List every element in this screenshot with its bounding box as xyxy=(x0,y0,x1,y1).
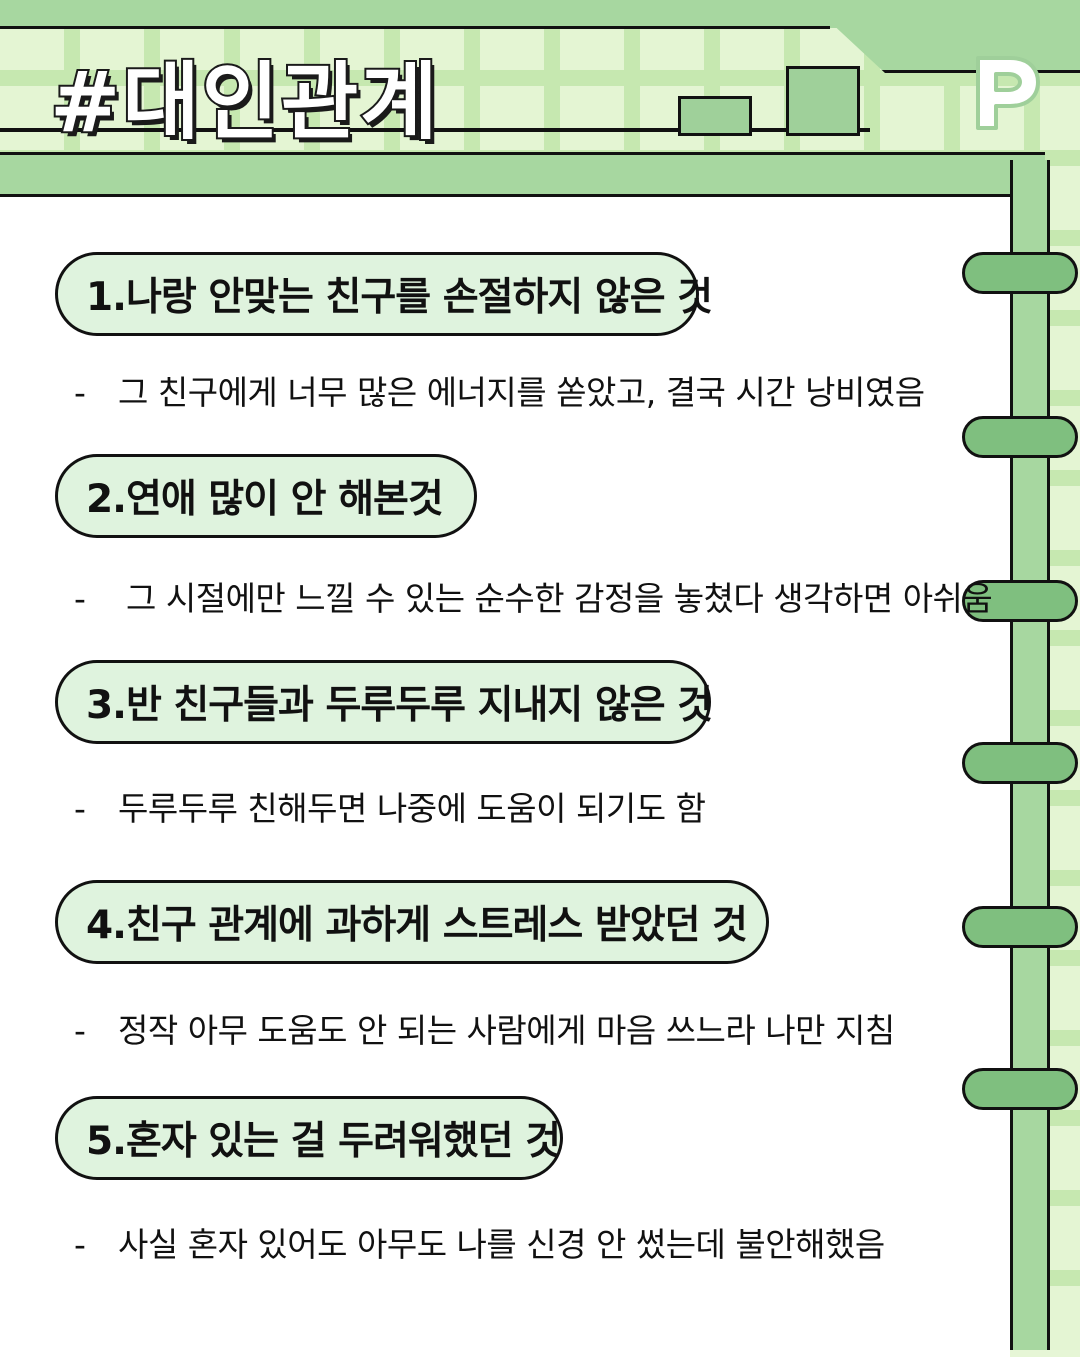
binder-ring xyxy=(962,742,1078,784)
item-title: 4.친구 관계에 과하게 스트레스 받았던 것 xyxy=(86,903,748,948)
item-description: - 그 시절에만 느낄 수 있는 순수한 감정을 놓쳤다 생각하면 아쉬움 xyxy=(74,572,993,620)
item-title-pill: 4.친구 관계에 과하게 스트레스 받았던 것 xyxy=(55,880,769,964)
dash: - xyxy=(74,789,86,828)
item-description: -사실 혼자 있어도 아무도 나를 신경 안 썼는데 불안해했음 xyxy=(74,1218,885,1266)
item-description-text: 정작 아무 도움도 안 되는 사람에게 마음 쓰느라 나만 지침 xyxy=(118,1011,895,1050)
item-description: -그 친구에게 너무 많은 에너지를 쏟았고, 결국 시간 낭비였음 xyxy=(74,366,925,414)
item-title: 5.혼자 있는 걸 두려워했던 것 xyxy=(86,1119,561,1164)
binder-ring xyxy=(962,252,1078,294)
item-title: 2.연애 많이 안 해본것 xyxy=(86,477,444,522)
item-description-text: 그 친구에게 너무 많은 에너지를 쏟았고, 결국 시간 낭비였음 xyxy=(118,373,925,412)
folder-top-line xyxy=(0,26,830,29)
header-band xyxy=(0,152,1045,198)
binder-ring xyxy=(962,580,1078,622)
item-description: -두루두루 친해두면 나중에 도움이 되기도 함 xyxy=(74,782,706,830)
item-title-pill: 1.나랑 안맞는 친구를 손절하지 않은 것 xyxy=(55,252,713,336)
item-description-text: 두루두루 친해두면 나중에 도움이 되기도 함 xyxy=(118,789,706,828)
p-logo-icon xyxy=(976,56,1040,130)
item-title-pill: 5.혼자 있는 걸 두려워했던 것 xyxy=(55,1096,563,1180)
binder-ring xyxy=(962,416,1078,458)
header-line xyxy=(0,128,870,132)
binder-ring xyxy=(962,1068,1078,1110)
item-title-pill: 2.연애 많이 안 해본것 xyxy=(55,454,477,538)
page-title: #대인관계 xyxy=(48,53,440,151)
dash: - xyxy=(74,373,86,412)
item-description: -정작 아무 도움도 안 되는 사람에게 마음 쓰느라 나만 지침 xyxy=(74,1004,895,1052)
decor-rect-small xyxy=(678,96,752,136)
binder-ring xyxy=(962,906,1078,948)
item-description-text: 사실 혼자 있어도 아무도 나를 신경 안 썼는데 불안해했음 xyxy=(118,1225,885,1264)
item-description-text: 그 시절에만 느낄 수 있는 순수한 감정을 놓쳤다 생각하면 아쉬움 xyxy=(126,579,993,618)
item-title-pill: 3.반 친구들과 두루두루 지내지 않은 것 xyxy=(55,660,713,744)
item-title: 1.나랑 안맞는 친구를 손절하지 않은 것 xyxy=(86,275,713,320)
decor-rect-large xyxy=(786,66,860,136)
dash: - xyxy=(74,1225,86,1264)
item-title: 3.반 친구들과 두루두루 지내지 않은 것 xyxy=(86,683,713,728)
dash: - xyxy=(74,579,86,618)
dash: - xyxy=(74,1011,86,1050)
